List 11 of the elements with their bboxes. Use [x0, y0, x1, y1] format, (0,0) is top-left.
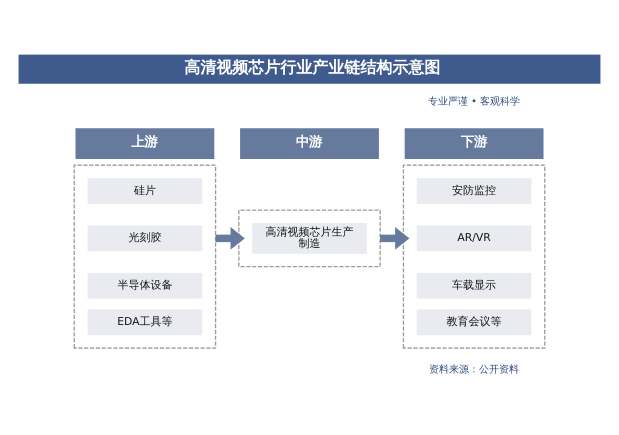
cluster — [238, 208, 381, 267]
node-box: 中游 — [240, 128, 379, 158]
arrow — [380, 226, 410, 250]
node-box: 上游 — [76, 128, 214, 158]
cluster — [74, 164, 216, 348]
arrow — [216, 226, 245, 250]
cluster — [402, 164, 546, 348]
diagram-title: 高清视频芯片行业产业链结构示意图 — [184, 57, 440, 76]
node-box: 下游 — [404, 128, 544, 158]
label: 资料来源：公开资料 — [429, 364, 520, 375]
label: 专业严谨 • 客观科学 — [428, 96, 520, 108]
